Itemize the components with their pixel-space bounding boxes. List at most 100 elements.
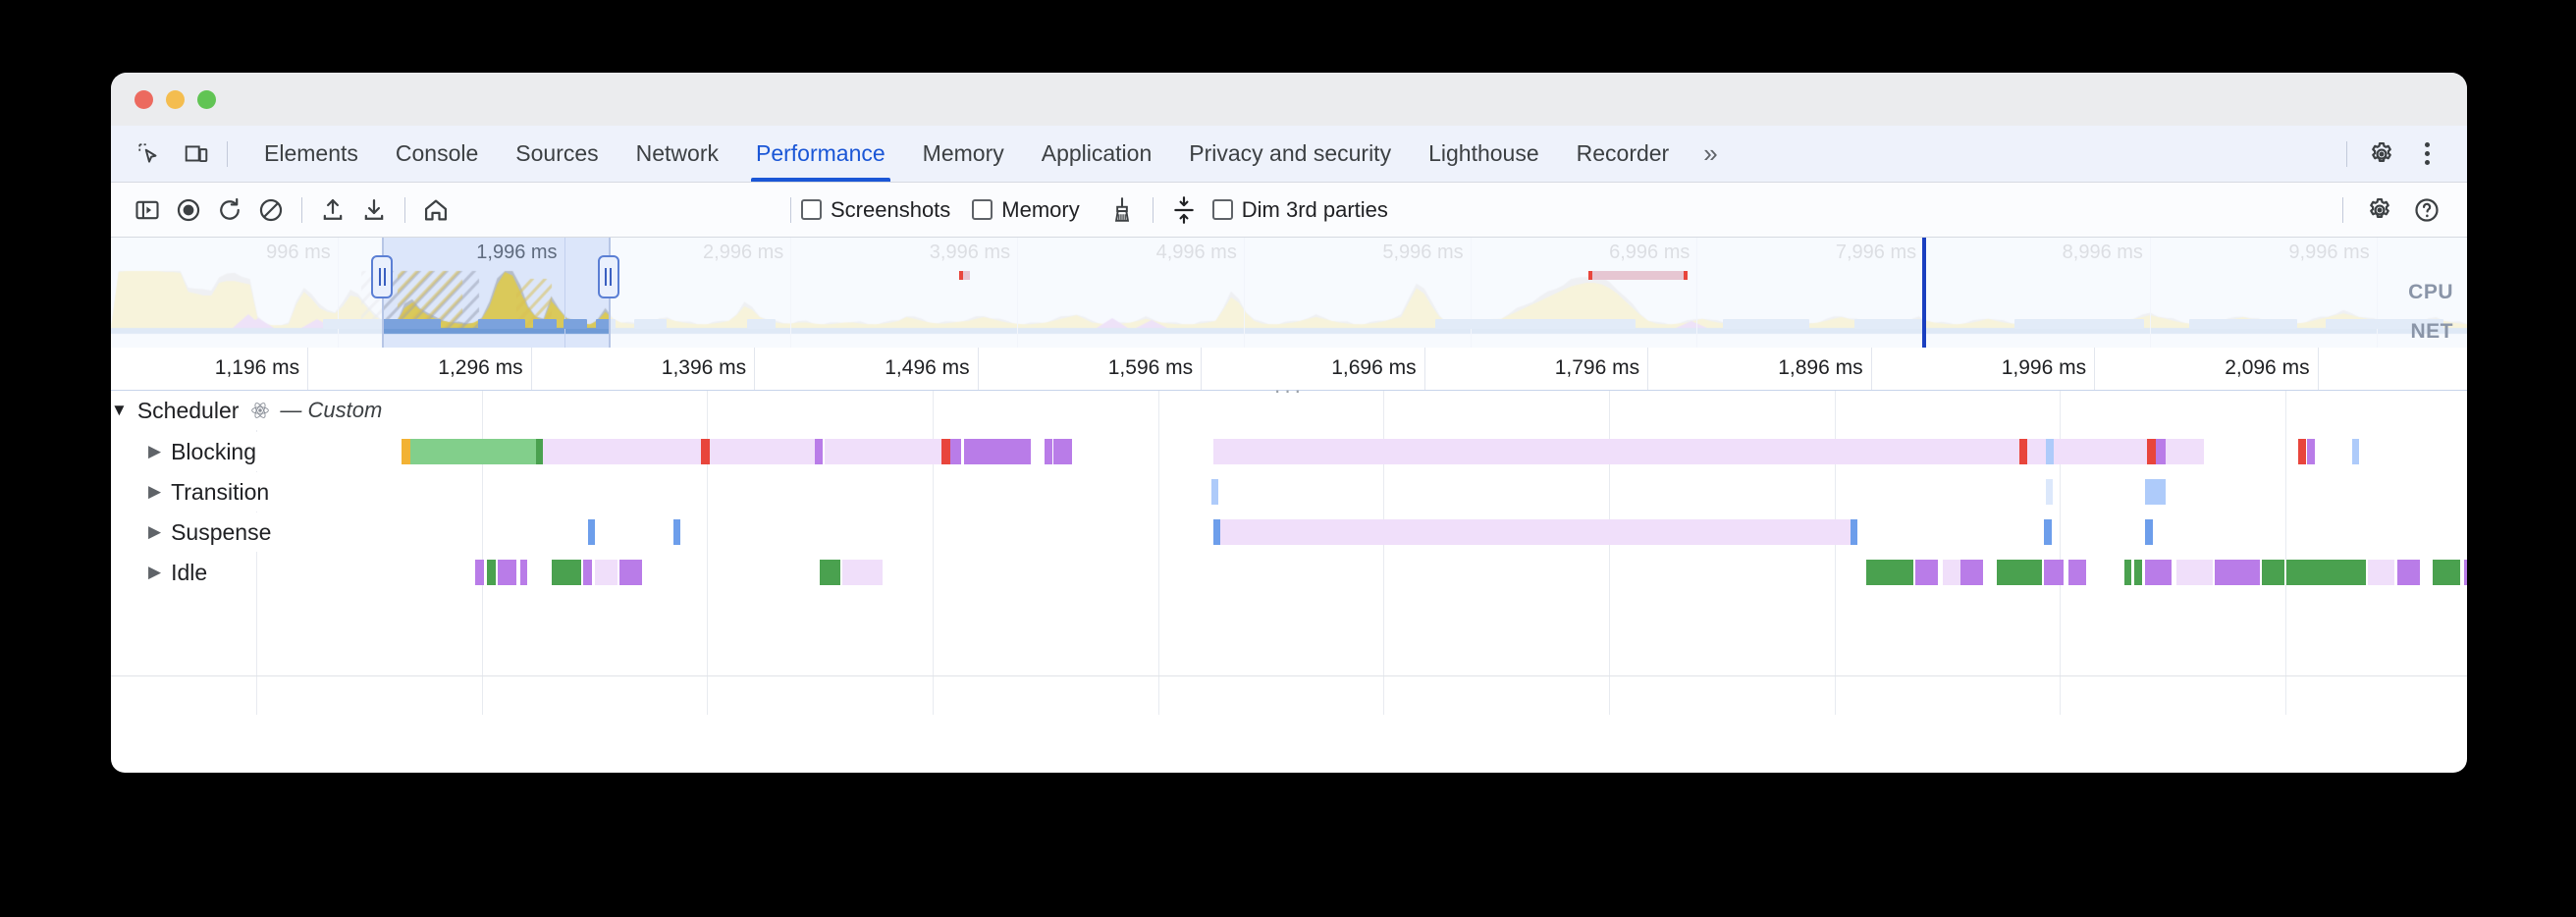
flame-event[interactable] [815, 439, 824, 464]
flame-event[interactable] [1850, 519, 1857, 545]
device-toolbar-icon[interactable] [176, 134, 217, 175]
flame-event[interactable] [2262, 560, 2285, 585]
tab-elements[interactable]: Elements [245, 126, 377, 182]
chevron-right-icon[interactable]: ▶ [148, 563, 162, 581]
overview-time-cursor[interactable] [1922, 238, 1927, 348]
flame-event[interactable] [409, 439, 537, 464]
tab-memory[interactable]: Memory [904, 126, 1023, 182]
flame-event[interactable] [498, 560, 516, 585]
flame-event[interactable] [1996, 560, 2042, 585]
flame-event[interactable] [1960, 560, 1983, 585]
flame-event[interactable] [1053, 439, 1072, 464]
pane-resize-grabber[interactable]: ··· [1273, 378, 1305, 403]
flame-event[interactable] [2215, 560, 2260, 585]
flame-event[interactable] [2147, 439, 2157, 464]
window-minimize-button[interactable] [166, 89, 185, 109]
flame-event[interactable] [949, 439, 962, 464]
overview-left-handle[interactable] [371, 255, 393, 298]
chevron-right-icon[interactable]: ▶ [148, 482, 162, 501]
collapse-expand-icon[interactable] [1163, 189, 1205, 231]
flame-event[interactable] [673, 519, 680, 545]
flame-event[interactable] [824, 439, 941, 464]
memory-checkbox[interactable]: Memory [972, 197, 1080, 223]
tab-sources[interactable]: Sources [497, 126, 617, 182]
flame-event[interactable] [2297, 439, 2306, 464]
track-row-blocking[interactable]: ▶ Blocking [111, 432, 2467, 471]
flame-event[interactable] [709, 439, 816, 464]
tab-network[interactable]: Network [617, 126, 737, 182]
flame-event[interactable] [2396, 560, 2420, 585]
reload-and-record-icon[interactable] [209, 189, 250, 231]
flame-event[interactable] [2068, 560, 2087, 585]
flame-event[interactable] [2018, 439, 2027, 464]
screenshots-checkbox[interactable]: Screenshots [801, 197, 950, 223]
flame-event[interactable] [486, 560, 496, 585]
flame-event[interactable] [2156, 439, 2166, 464]
flame-event[interactable] [700, 439, 710, 464]
flame-event[interactable] [2124, 560, 2132, 585]
load-profile-icon[interactable] [312, 189, 353, 231]
track-row-idle[interactable]: ▶ Idle [111, 553, 2467, 592]
more-tabs-chevron-icon[interactable]: » [1688, 126, 1733, 182]
flame-event[interactable] [1213, 519, 1220, 545]
home-icon[interactable] [415, 189, 456, 231]
chevron-right-icon[interactable]: ▶ [148, 442, 162, 460]
dim-3rd-parties-checkbox-box[interactable] [1211, 199, 1233, 220]
window-close-button[interactable] [134, 89, 153, 109]
flame-event[interactable] [2144, 519, 2153, 545]
flame-event[interactable] [1045, 439, 1053, 464]
help-question-icon[interactable] [2406, 189, 2447, 231]
tab-recorder[interactable]: Recorder [1558, 126, 1689, 182]
flame-event[interactable] [2176, 560, 2213, 585]
flame-event[interactable] [587, 519, 595, 545]
flame-event[interactable] [2351, 439, 2359, 464]
flame-event[interactable] [2046, 439, 2055, 464]
capture-settings-gear-icon[interactable] [2359, 189, 2400, 231]
tab-lighthouse[interactable]: Lighthouse [1410, 126, 1558, 182]
screenshots-checkbox-box[interactable] [801, 199, 822, 220]
flame-event[interactable] [2433, 560, 2460, 585]
flame-event[interactable] [536, 439, 544, 464]
record-icon[interactable] [168, 189, 209, 231]
flame-event[interactable] [618, 560, 642, 585]
tab-privacy-and-security[interactable]: Privacy and security [1170, 126, 1410, 182]
flame-event[interactable] [543, 439, 701, 464]
track-group-scheduler[interactable]: ▼ Scheduler — Custom [111, 391, 2467, 430]
track-group-label-row[interactable]: ▼ Scheduler — Custom [111, 391, 393, 430]
flame-event[interactable] [2306, 439, 2315, 464]
tab-console[interactable]: Console [377, 126, 497, 182]
flame-event[interactable] [594, 560, 617, 585]
flame-event[interactable] [1213, 439, 2204, 464]
flame-chart-tracks[interactable]: ▼ Scheduler — Custom [111, 391, 2467, 715]
toggle-sidebar-icon[interactable] [127, 189, 168, 231]
flame-event[interactable] [475, 560, 485, 585]
flame-event[interactable] [963, 439, 1032, 464]
track-row-transition[interactable]: ▶ Transition [111, 472, 2467, 512]
flame-event[interactable] [1219, 519, 1851, 545]
track-row-blocking-label[interactable]: ▶ Blocking [111, 432, 267, 471]
timeline-overview[interactable]: 996 ms1,996 ms2,996 ms3,996 ms4,996 ms5,… [111, 238, 2467, 348]
flame-event[interactable] [520, 560, 528, 585]
track-row-idle-label[interactable]: ▶ Idle [111, 553, 218, 592]
flame-event[interactable] [1915, 560, 1939, 585]
flame-event[interactable] [1865, 560, 1913, 585]
flame-event[interactable] [2043, 560, 2065, 585]
flame-event[interactable] [1942, 560, 1961, 585]
tab-application[interactable]: Application [1023, 126, 1171, 182]
broom-icon[interactable] [1101, 189, 1143, 231]
tab-performance[interactable]: Performance [737, 126, 904, 182]
settings-gear-icon[interactable] [2361, 134, 2402, 175]
flame-event[interactable] [552, 560, 581, 585]
flame-event[interactable] [2367, 560, 2395, 585]
save-profile-icon[interactable] [353, 189, 395, 231]
chevron-down-icon[interactable]: ▼ [111, 401, 128, 419]
flame-event[interactable] [2286, 560, 2366, 585]
flame-event[interactable] [841, 560, 884, 585]
flame-event[interactable] [401, 439, 411, 464]
flame-event[interactable] [2046, 479, 2053, 505]
flame-event[interactable] [2133, 560, 2142, 585]
flame-event[interactable] [2144, 560, 2173, 585]
memory-checkbox-box[interactable] [972, 199, 993, 220]
flame-event[interactable] [2043, 519, 2052, 545]
